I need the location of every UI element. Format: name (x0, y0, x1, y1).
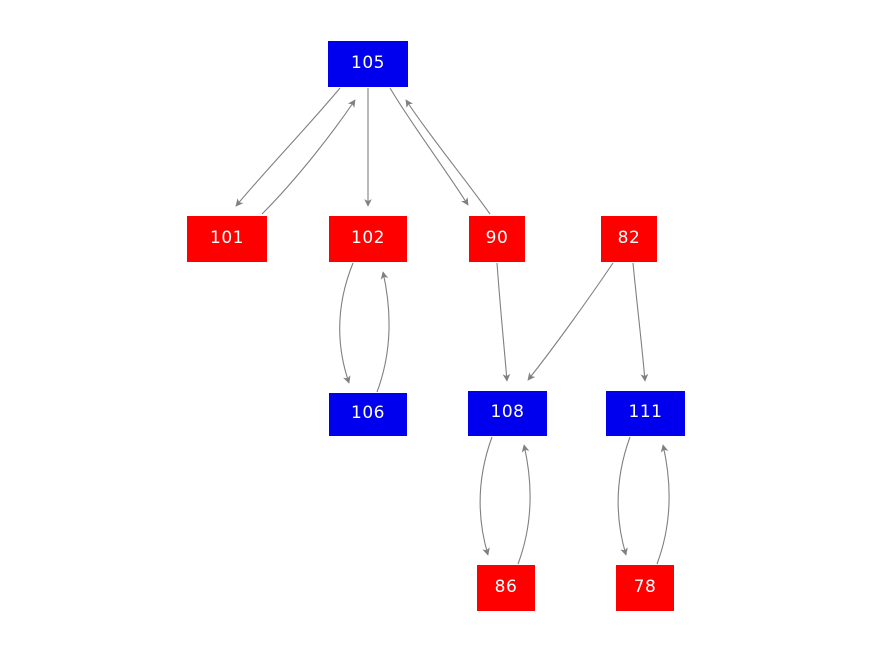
graph-node-101[interactable]: 101 (187, 216, 267, 262)
edge-82-to-111 (632, 262, 649, 382)
graph-node-90[interactable]: 90 (469, 216, 525, 262)
edge-86-to-108 (517, 444, 531, 565)
graph-node-108[interactable]: 108 (468, 391, 547, 436)
edge-105-to-90 (389, 87, 469, 206)
graph-node-86[interactable]: 86 (477, 565, 535, 611)
graph-node-111[interactable]: 111 (606, 391, 685, 436)
edge-105-to-101 (235, 87, 341, 207)
graph-node-78[interactable]: 78 (616, 565, 674, 611)
edge-111-to-78 (617, 436, 631, 556)
node-label: 86 (494, 576, 518, 597)
edge-108-to-86 (479, 436, 493, 556)
graph-node-102[interactable]: 102 (329, 216, 407, 262)
node-label: 105 (351, 52, 385, 73)
node-label: 82 (617, 227, 641, 248)
node-label: 108 (490, 402, 525, 422)
graph-node-106[interactable]: 106 (329, 393, 407, 436)
node-label: 106 (351, 403, 385, 423)
node-label: 78 (633, 576, 657, 597)
edge-101-to-105 (261, 99, 356, 215)
node-label: 102 (351, 227, 385, 248)
node-label: 90 (485, 227, 509, 248)
edge-82-to-108 (527, 262, 614, 381)
edge-78-to-111 (656, 444, 670, 565)
node-label: 111 (628, 402, 663, 422)
edge-102-to-106 (339, 262, 354, 384)
graph-node-105[interactable]: 105 (328, 41, 408, 87)
edge-90-to-108 (496, 262, 511, 382)
node-label: 101 (210, 227, 244, 248)
graph-node-82[interactable]: 82 (601, 216, 657, 262)
edge-106-to-102 (376, 271, 390, 393)
edge-90-to-105 (405, 99, 491, 215)
